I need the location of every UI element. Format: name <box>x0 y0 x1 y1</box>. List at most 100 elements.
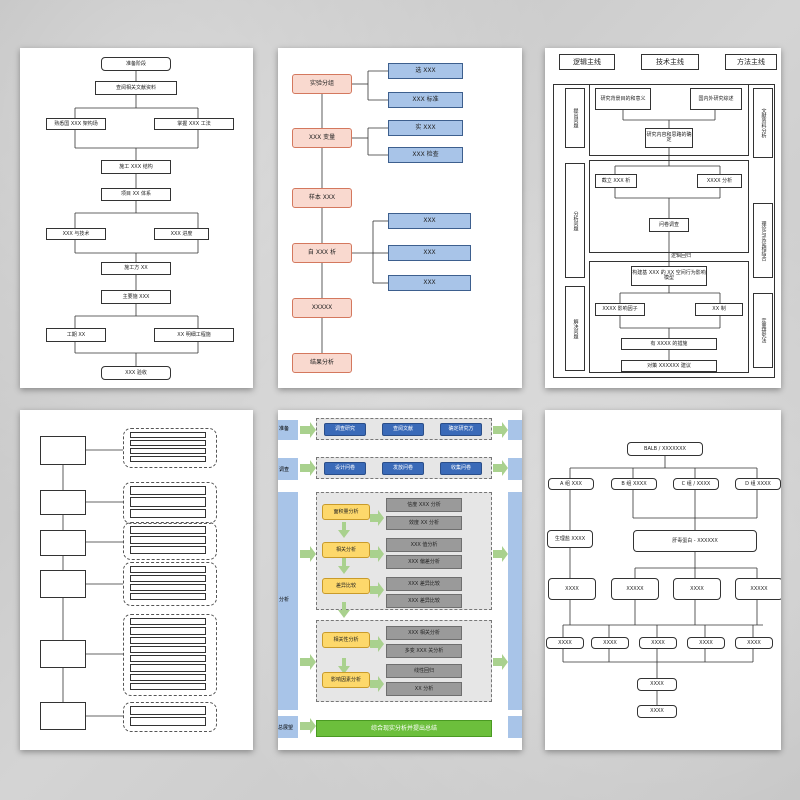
gray-item-10: XX 分析 <box>386 682 462 696</box>
step-node-5 <box>40 640 86 668</box>
group-row <box>130 673 206 681</box>
top-node: BALB / XXXXXXX <box>627 442 703 456</box>
group-row <box>130 536 206 544</box>
right-item-3: 实 XXX <box>388 120 463 136</box>
dashed-group-4 <box>123 562 217 606</box>
phase-bar-prep <box>278 420 298 440</box>
box-analysis-b: XXXX 分析 <box>697 174 742 188</box>
box-background: 研究背景目的和意义 <box>595 88 651 110</box>
gray-item-2: 效度 XX 分析 <box>386 516 462 530</box>
bottom-node-2: XXXX <box>637 705 677 718</box>
connector-lines <box>74 71 199 366</box>
step-node-6 <box>40 702 86 730</box>
gray-item-5: XXX 差异比较 <box>386 577 462 591</box>
group-row <box>130 546 206 554</box>
survey-item-3: 收集问卷 <box>440 462 482 475</box>
phase-bar-survey <box>278 458 298 480</box>
group-node-1: A 组 XXX <box>548 478 594 490</box>
flowchart-page-6: BALB / XXXXXXX A 组 XXX B 组 XXXX C 组 / XXXX… <box>545 410 781 750</box>
group-row <box>130 497 206 507</box>
phase-label-prep: 准备 <box>279 426 290 432</box>
result-node-4: XXXXX <box>735 578 781 600</box>
dashed-group-1 <box>123 428 217 468</box>
gray-item-7: XXX 相关分析 <box>386 626 462 640</box>
result-node-2: XXXXX <box>611 578 659 600</box>
step-node-2 <box>40 490 86 515</box>
yellow-step-5: 影响因素分析 <box>322 672 370 688</box>
end-node: XXX 验收 <box>101 366 171 380</box>
box-survey: 问卷调查 <box>649 218 689 232</box>
group-node-2: B 组 XXXX <box>611 478 657 490</box>
survey-item-2: 发放问卷 <box>382 462 424 475</box>
group-row <box>130 706 206 715</box>
left-step-4: 自 XXX 析 <box>292 243 352 263</box>
phase-bar-analysis <box>278 492 298 710</box>
box-measures: 有 XXXX 的措施 <box>621 338 717 350</box>
design-node: 施工 XXX 结构 <box>101 160 171 174</box>
right-node-3: XX 明细工程施 <box>154 328 234 342</box>
connector-lines <box>562 456 763 705</box>
right-item-5: XXX <box>388 213 471 229</box>
sub-node-5: XXXX <box>735 637 773 649</box>
start-node: 准备阶段 <box>101 57 171 71</box>
flowchart-page-2: 实验分组 XXX 变量 样本 XXX 自 XXX 析 XXXXX 结果分析 选 … <box>278 48 522 388</box>
collect-node: 查阅相关文献资料 <box>95 81 177 95</box>
left-step-3: 样本 XXX <box>292 188 352 208</box>
left-step-1: 实验分组 <box>292 74 352 94</box>
box-analysis-a: 截立 XXX 析 <box>595 174 637 188</box>
right-item-4: XXX 检查 <box>388 147 463 163</box>
right-item-6: XXX <box>388 245 471 261</box>
dashed-group-5 <box>123 614 217 696</box>
header-method: 方法主线 <box>725 54 777 70</box>
group-row <box>130 655 206 663</box>
result-node-1: XXXX <box>548 578 596 600</box>
dashed-group-2 <box>123 482 217 524</box>
prep-item-3: 确定研究方 <box>440 423 482 436</box>
group-row <box>130 682 206 690</box>
left-step-6: 结果分析 <box>292 353 352 373</box>
side-label-left-3: 解决问题 <box>565 286 585 371</box>
dashed-group-6 <box>123 702 217 732</box>
sub-node-2: XXXX <box>591 637 629 649</box>
phase-label-survey: 调查 <box>279 467 290 473</box>
dashed-group-3 <box>123 522 217 560</box>
group-row <box>130 456 206 462</box>
group-row <box>130 645 206 653</box>
header-logic: 逻辑主线 <box>559 54 615 70</box>
box-mechanism: XX 制 <box>695 303 743 316</box>
flowchart-page-5: 准备 调查 分析 总展望 调查研究 查阅文献 <box>278 410 522 750</box>
box-model: 构建基 XXX 的 XX 空间行为影响模型 <box>631 266 707 286</box>
group-row <box>130 717 206 726</box>
box-literature: 国内外研究综述 <box>690 88 742 110</box>
group-node-4: D 组 XXXX <box>735 478 781 490</box>
yellow-step-4: 相关性分析 <box>322 632 370 648</box>
connector-lines <box>614 110 721 360</box>
gray-item-3: XXX 值分析 <box>386 538 462 552</box>
connector-lines <box>321 70 388 353</box>
project-node: 项目 XX 体系 <box>101 188 171 201</box>
right-bar-4 <box>508 716 522 738</box>
result-node-3: XXXX <box>673 578 721 600</box>
right-item-7: XXX <box>388 275 471 291</box>
group-row <box>130 627 206 635</box>
prep-item-2: 查阅文献 <box>382 423 424 436</box>
group-row <box>130 664 206 672</box>
left-node-1: 熟悉国 XXX 架构场 <box>46 118 106 130</box>
header-tech: 技术主线 <box>641 54 699 70</box>
flowchart-page-3: 逻辑主线 技术主线 方法主线 提出问题 分析问题 解决问题 文献资料分析 理论与… <box>545 48 781 388</box>
left-step-5: XXXXX <box>292 298 352 318</box>
group-node-3: C 组 / XXXX <box>673 478 719 490</box>
right-bar-2 <box>508 458 522 480</box>
survey-item-1: 设计问卷 <box>324 462 366 475</box>
label-regression: 逻辑回归 <box>671 253 692 259</box>
phase-label-analysis: 分析 <box>279 597 290 603</box>
group-row <box>130 584 206 591</box>
left-node-2: XXX 与技术 <box>46 228 106 240</box>
group-row <box>130 566 206 573</box>
toxin-node: 肝毒蛋白 - XXXXXX <box>633 530 757 552</box>
right-bar-1 <box>508 420 522 440</box>
sub-node-4: XXXX <box>687 637 725 649</box>
step-node-1 <box>40 436 86 465</box>
group-row <box>130 448 206 454</box>
group-row <box>130 526 206 534</box>
